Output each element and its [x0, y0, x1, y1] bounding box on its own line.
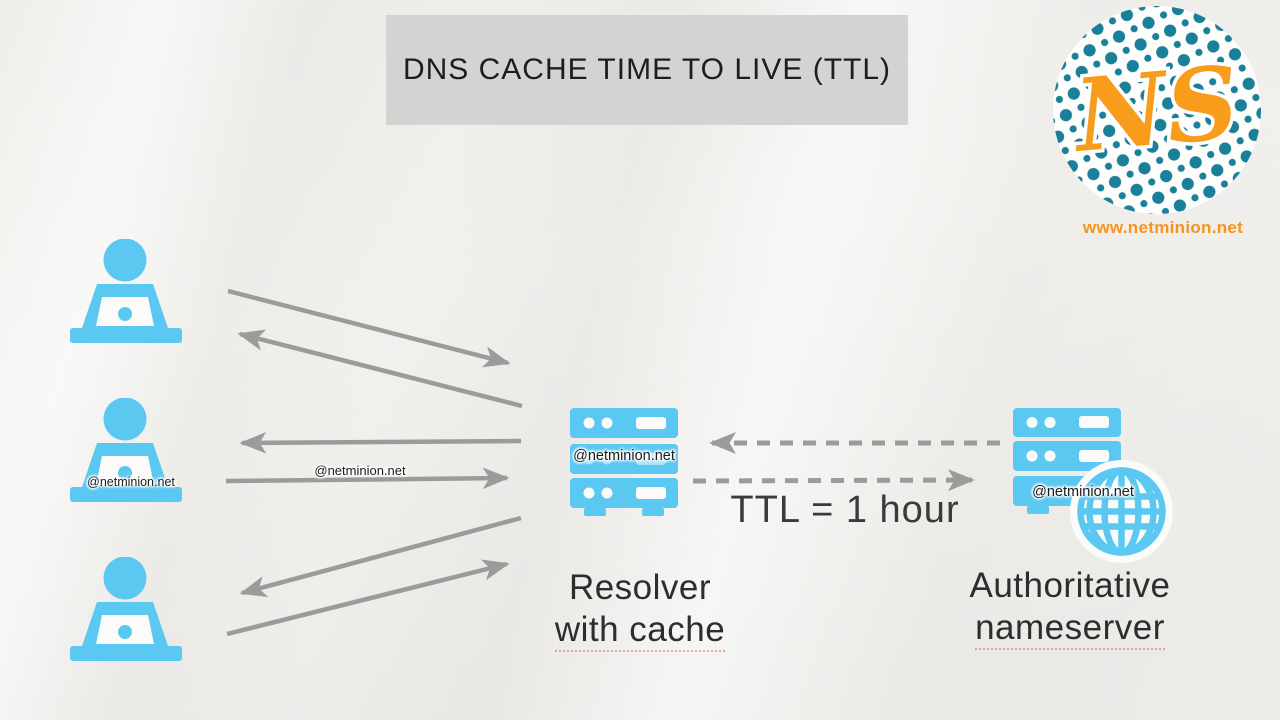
arrow-user3-response: [239, 515, 522, 598]
arrow-user2-query: [225, 467, 510, 490]
authoritative-caption-line2: nameserver: [940, 607, 1200, 650]
page-title: DNS CACHE TIME TO LIVE (TTL): [402, 53, 892, 86]
resolver-caption-line1: Resolver: [568, 568, 712, 607]
arrow-user1-query: [227, 288, 511, 368]
internet-globe-icon: [1070, 460, 1173, 563]
resolver-server-icon: [570, 408, 678, 516]
netminion-logo: NS www.netminion.net: [1050, 4, 1276, 252]
user2-laptop-icon: [70, 398, 182, 502]
user2-domain-label: @netminion.net: [87, 475, 175, 489]
ttl-value-label: TTL = 1 hour: [730, 489, 960, 531]
resolver-cache-entry-label: @netminion.net: [573, 448, 675, 464]
title-banner: DNS CACHE TIME TO LIVE (TTL): [386, 15, 908, 125]
arrow-authoritative-query-dashed: [692, 469, 975, 492]
logo-globe-icon: NS: [1053, 6, 1261, 214]
arrow-user1-response: [237, 329, 523, 409]
arrow-user3-query: [226, 559, 510, 637]
authoritative-caption-line1: Authoritative: [969, 566, 1171, 605]
logo-monogram: NS: [1067, 43, 1243, 175]
query-domain-label: @netminion.net: [314, 463, 406, 478]
user1-laptop-icon: [70, 239, 182, 343]
resolver-caption: Resolver with cache: [500, 567, 780, 652]
user3-laptop-icon: [70, 557, 182, 661]
logo-website-text: www.netminion.net: [1082, 218, 1244, 237]
arrow-user2-response: [239, 432, 522, 454]
resolver-caption-line2: with cache: [500, 609, 780, 652]
authoritative-record-label: @netminion.net: [1032, 484, 1134, 500]
authoritative-caption: Authoritative nameserver: [940, 565, 1200, 650]
